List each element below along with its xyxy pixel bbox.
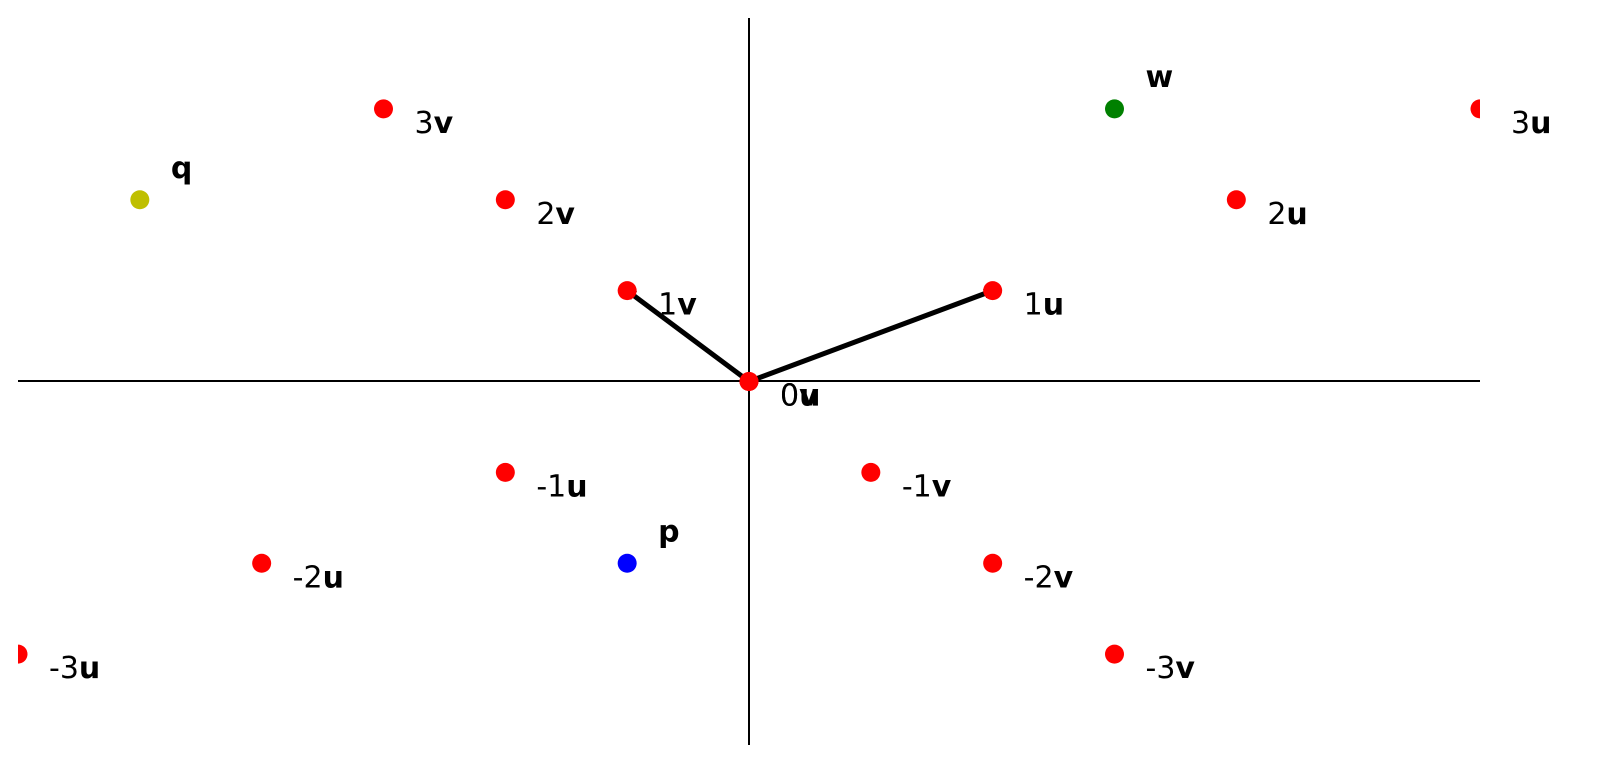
point-label-q: q <box>171 151 192 186</box>
point-3v <box>374 99 393 119</box>
point-label-1v: 1v <box>658 288 697 323</box>
point-0u <box>739 372 759 391</box>
point-label-3u: 3u <box>1511 106 1551 141</box>
point-label-0u: 0u <box>780 379 820 414</box>
point-neg1u <box>495 462 515 482</box>
point-label-p: p <box>658 514 679 549</box>
point-neg1v <box>861 462 881 482</box>
point-neg3u <box>18 644 28 664</box>
point-w <box>1105 99 1124 119</box>
point-label-neg2v: -2v <box>1024 560 1074 595</box>
point-p <box>617 553 637 573</box>
point-label-neg2u: -2u <box>293 560 344 595</box>
vector-u-arrow <box>746 291 993 384</box>
vector-v-arrow <box>627 288 752 384</box>
point-label-2u: 2u <box>1267 197 1307 232</box>
point-2v <box>495 190 515 210</box>
point-label-0v: 0v <box>780 379 819 414</box>
point-label-neg1v: -1v <box>902 469 952 504</box>
point-2u <box>1226 190 1246 210</box>
point-label-neg3u: -3u <box>49 651 100 686</box>
point-3u <box>1470 99 1480 119</box>
point-label-1u: 1u <box>1024 288 1064 323</box>
point-1u <box>983 281 1003 301</box>
point-q <box>130 190 150 210</box>
point-neg2u <box>252 553 272 573</box>
data-points <box>18 99 1480 664</box>
point-1v <box>617 281 637 301</box>
point-label-neg3v: -3v <box>1146 651 1196 686</box>
point-label-w: w <box>1146 60 1174 95</box>
point-neg2v <box>983 553 1003 573</box>
basis-vectors <box>627 288 993 384</box>
point-label-3v: 3v <box>415 106 454 141</box>
point-label-neg1u: -1u <box>536 469 587 504</box>
point-neg3v <box>1105 644 1124 664</box>
point-label-2v: 2v <box>536 197 575 232</box>
